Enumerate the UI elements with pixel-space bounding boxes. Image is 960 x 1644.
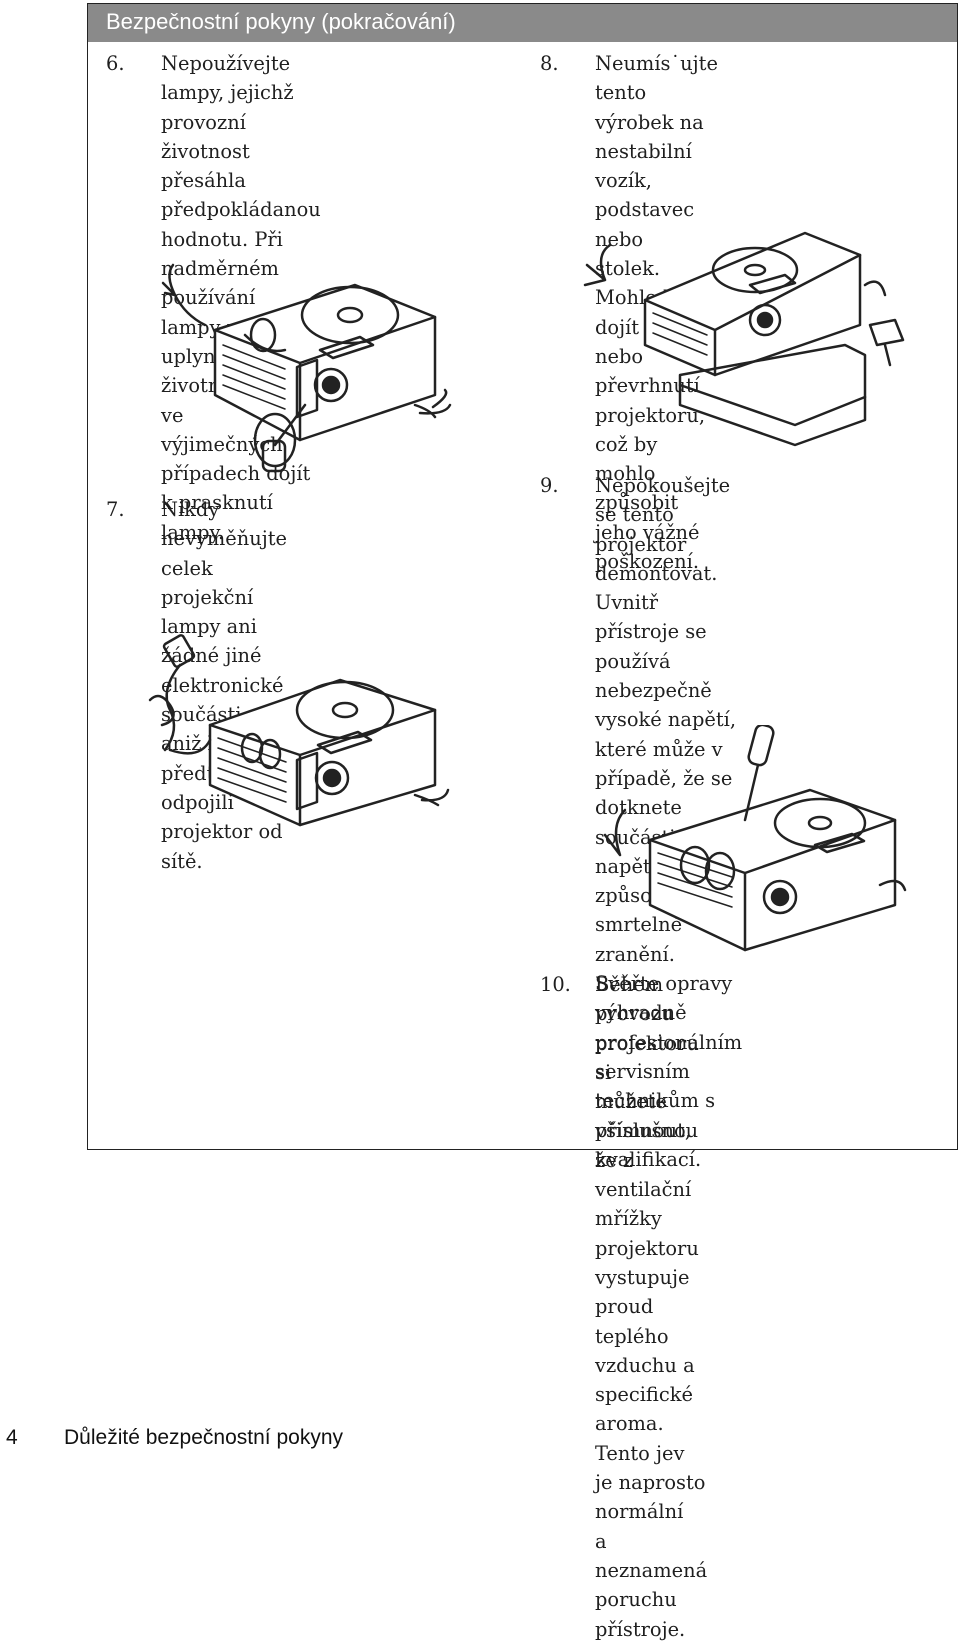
- projector-broken-lamp-icon: [145, 245, 465, 485]
- item-line: demontovat. Uvnitř přístroje se: [595, 561, 718, 644]
- item-line: převrhnutí projektoru, což by: [595, 374, 705, 456]
- item-line: Během provozu projektoru si: [595, 973, 699, 1084]
- item-line: teplého vzduchu a specifické aroma.: [595, 1324, 695, 1436]
- item-line: které může v případě, že se dotknete: [595, 737, 733, 820]
- footer-section-title: Důležité bezpečnostní pokyny: [64, 1426, 343, 1449]
- projector-falling-cart-icon: [565, 225, 925, 460]
- item-line: Tento jev je naprosto normální: [595, 1441, 706, 1524]
- item-line: používá nebezpečně vysoké napětí,: [595, 649, 737, 732]
- item-number: 8.: [540, 52, 559, 75]
- item-text: Nepokoušejte se tento projektor demontov…: [595, 471, 742, 1174]
- content-frame: Bezpečnostní pokyny (pokračování): [87, 3, 958, 1150]
- projector-power-cord-icon: [140, 630, 460, 830]
- item-line: Nepokoušejte se tento projektor: [595, 474, 731, 556]
- item-line: Nepoužívejte lampy, jejichž: [161, 52, 294, 105]
- item-line: výhradně profesionálním servisním: [595, 1001, 743, 1083]
- item-line: nadměrném používání lampy po: [161, 257, 279, 339]
- item-line: mřížky projektoru vystupuje proud: [595, 1207, 699, 1319]
- section-header: Bezpečnostní pokyny (pokračování): [88, 4, 957, 42]
- item-text: Nikdy nevyměňujte celek projekční lampy …: [161, 495, 287, 876]
- projector-screwdriver-icon: [580, 725, 940, 955]
- item-line: smrtelné zranění. Svěřte opravy: [595, 913, 733, 996]
- item-line: projektor od sítě.: [161, 820, 283, 873]
- item-line: nestabilní vozík, podstavec nebo: [595, 139, 695, 251]
- item-line: mohlo způsobit jeho vážné: [595, 462, 700, 544]
- item-line: Nikdy nevyměňujte celek projekční: [161, 498, 287, 609]
- item-line: technikům s příslušnou kvalifikací.: [595, 1089, 716, 1171]
- item-line: Neumís˙ujte tento výrobek na: [595, 52, 718, 134]
- item-number: 10.: [540, 973, 571, 996]
- item-line: výjimečných případech dojít: [161, 432, 311, 486]
- section-title: Bezpečnostní pokyny (pokračování): [106, 9, 456, 34]
- item-number: 9.: [540, 474, 559, 497]
- item-text: Neumís˙ujte tento výrobek na nestabilní …: [595, 49, 718, 576]
- item-line: k prasknutí lampy.: [161, 491, 273, 544]
- item-line: předpokládanou hodnotu. Při: [161, 198, 321, 251]
- item-text: Během provozu projektoru si můžete všimn…: [595, 970, 707, 1644]
- item-line: můžete všimnout, že z ventilační: [595, 1090, 692, 1202]
- item-line: a neznamená poruchu přístroje.: [595, 1529, 708, 1641]
- item-number: 6.: [106, 52, 125, 75]
- item-line: lampy ani žádné jiné elektronické: [161, 615, 284, 697]
- item-line: provozní životnost přesáhla: [161, 110, 250, 193]
- item-line: poškození.: [595, 550, 700, 574]
- page-number: 4: [6, 1426, 18, 1449]
- item-number: 7.: [106, 498, 125, 521]
